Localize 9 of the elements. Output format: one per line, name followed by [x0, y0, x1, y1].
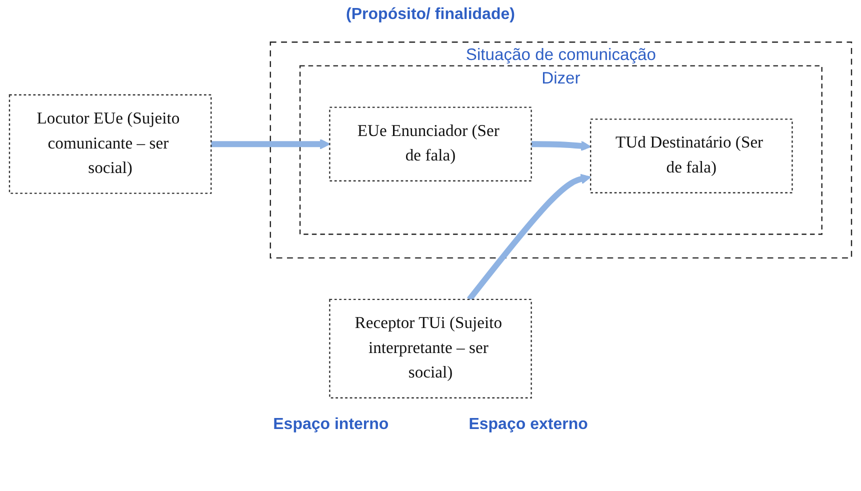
space-label: Espaço interno: [273, 416, 389, 434]
node-box: TUd Destinatário (Ser de fala): [590, 118, 793, 194]
node-box: EUe Enunciador (Ser de fala): [329, 106, 532, 182]
arrow: [211, 138, 330, 150]
space-label: (Propósito/ finalidade): [346, 6, 515, 24]
space-label: Espaço externo: [468, 416, 588, 434]
node-box: Locutor EUe (Sujeito comunicante – ser social): [8, 94, 212, 194]
node-box: Receptor TUi (Sujeito interpretante – ser social): [329, 298, 532, 398]
arrow: [531, 140, 592, 152]
